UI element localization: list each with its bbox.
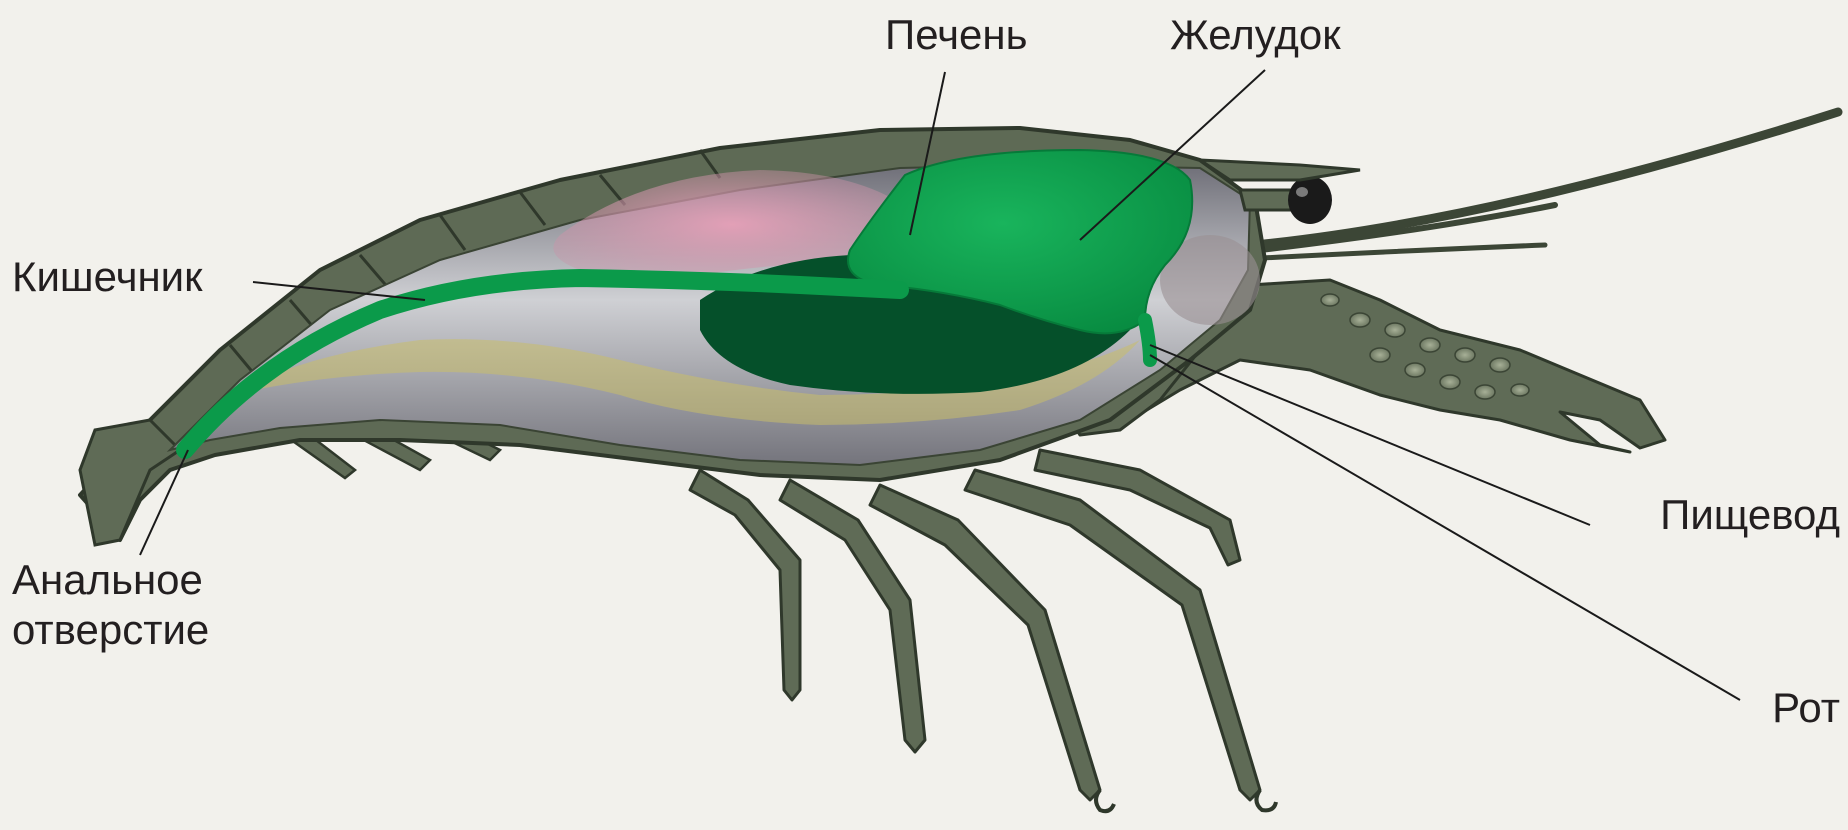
rostrum bbox=[1200, 160, 1360, 180]
label-anus-line2: отверстие bbox=[12, 605, 209, 655]
antennae bbox=[1255, 112, 1838, 258]
esophagus-organ bbox=[1145, 320, 1150, 360]
label-liver: Печень bbox=[885, 10, 1027, 60]
label-esophagus: Пищевод bbox=[1660, 490, 1840, 540]
label-anus: Анальное отверстие bbox=[12, 555, 209, 655]
tail-fan bbox=[80, 420, 180, 545]
label-stomach: Желудок bbox=[1170, 10, 1341, 60]
label-mouth: Рот bbox=[1772, 683, 1840, 733]
label-anus-line1: Анальное bbox=[12, 555, 209, 605]
label-intestine: Кишечник bbox=[12, 252, 203, 302]
walking-legs bbox=[690, 450, 1260, 800]
